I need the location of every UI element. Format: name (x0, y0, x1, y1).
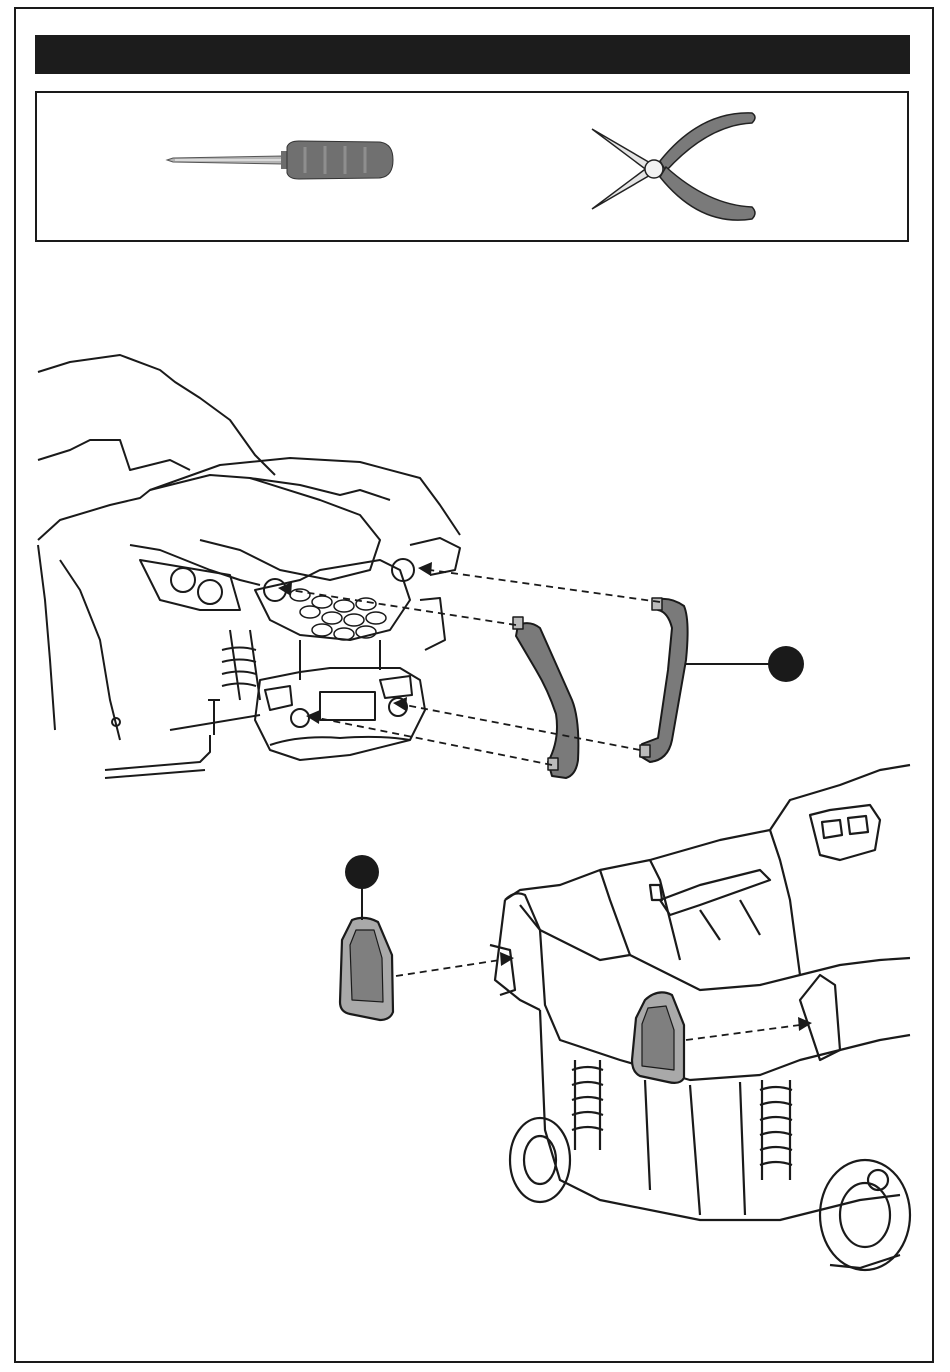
rear-guide-lines (396, 960, 800, 1040)
rear-vehicle-drawing (490, 765, 910, 1270)
rear-tail-lights (340, 918, 684, 1083)
callout-marker-bars (768, 646, 804, 682)
callout-marker-lights (345, 855, 379, 889)
front-bumper-bars (513, 598, 688, 778)
front-vehicle-drawing (38, 355, 460, 778)
